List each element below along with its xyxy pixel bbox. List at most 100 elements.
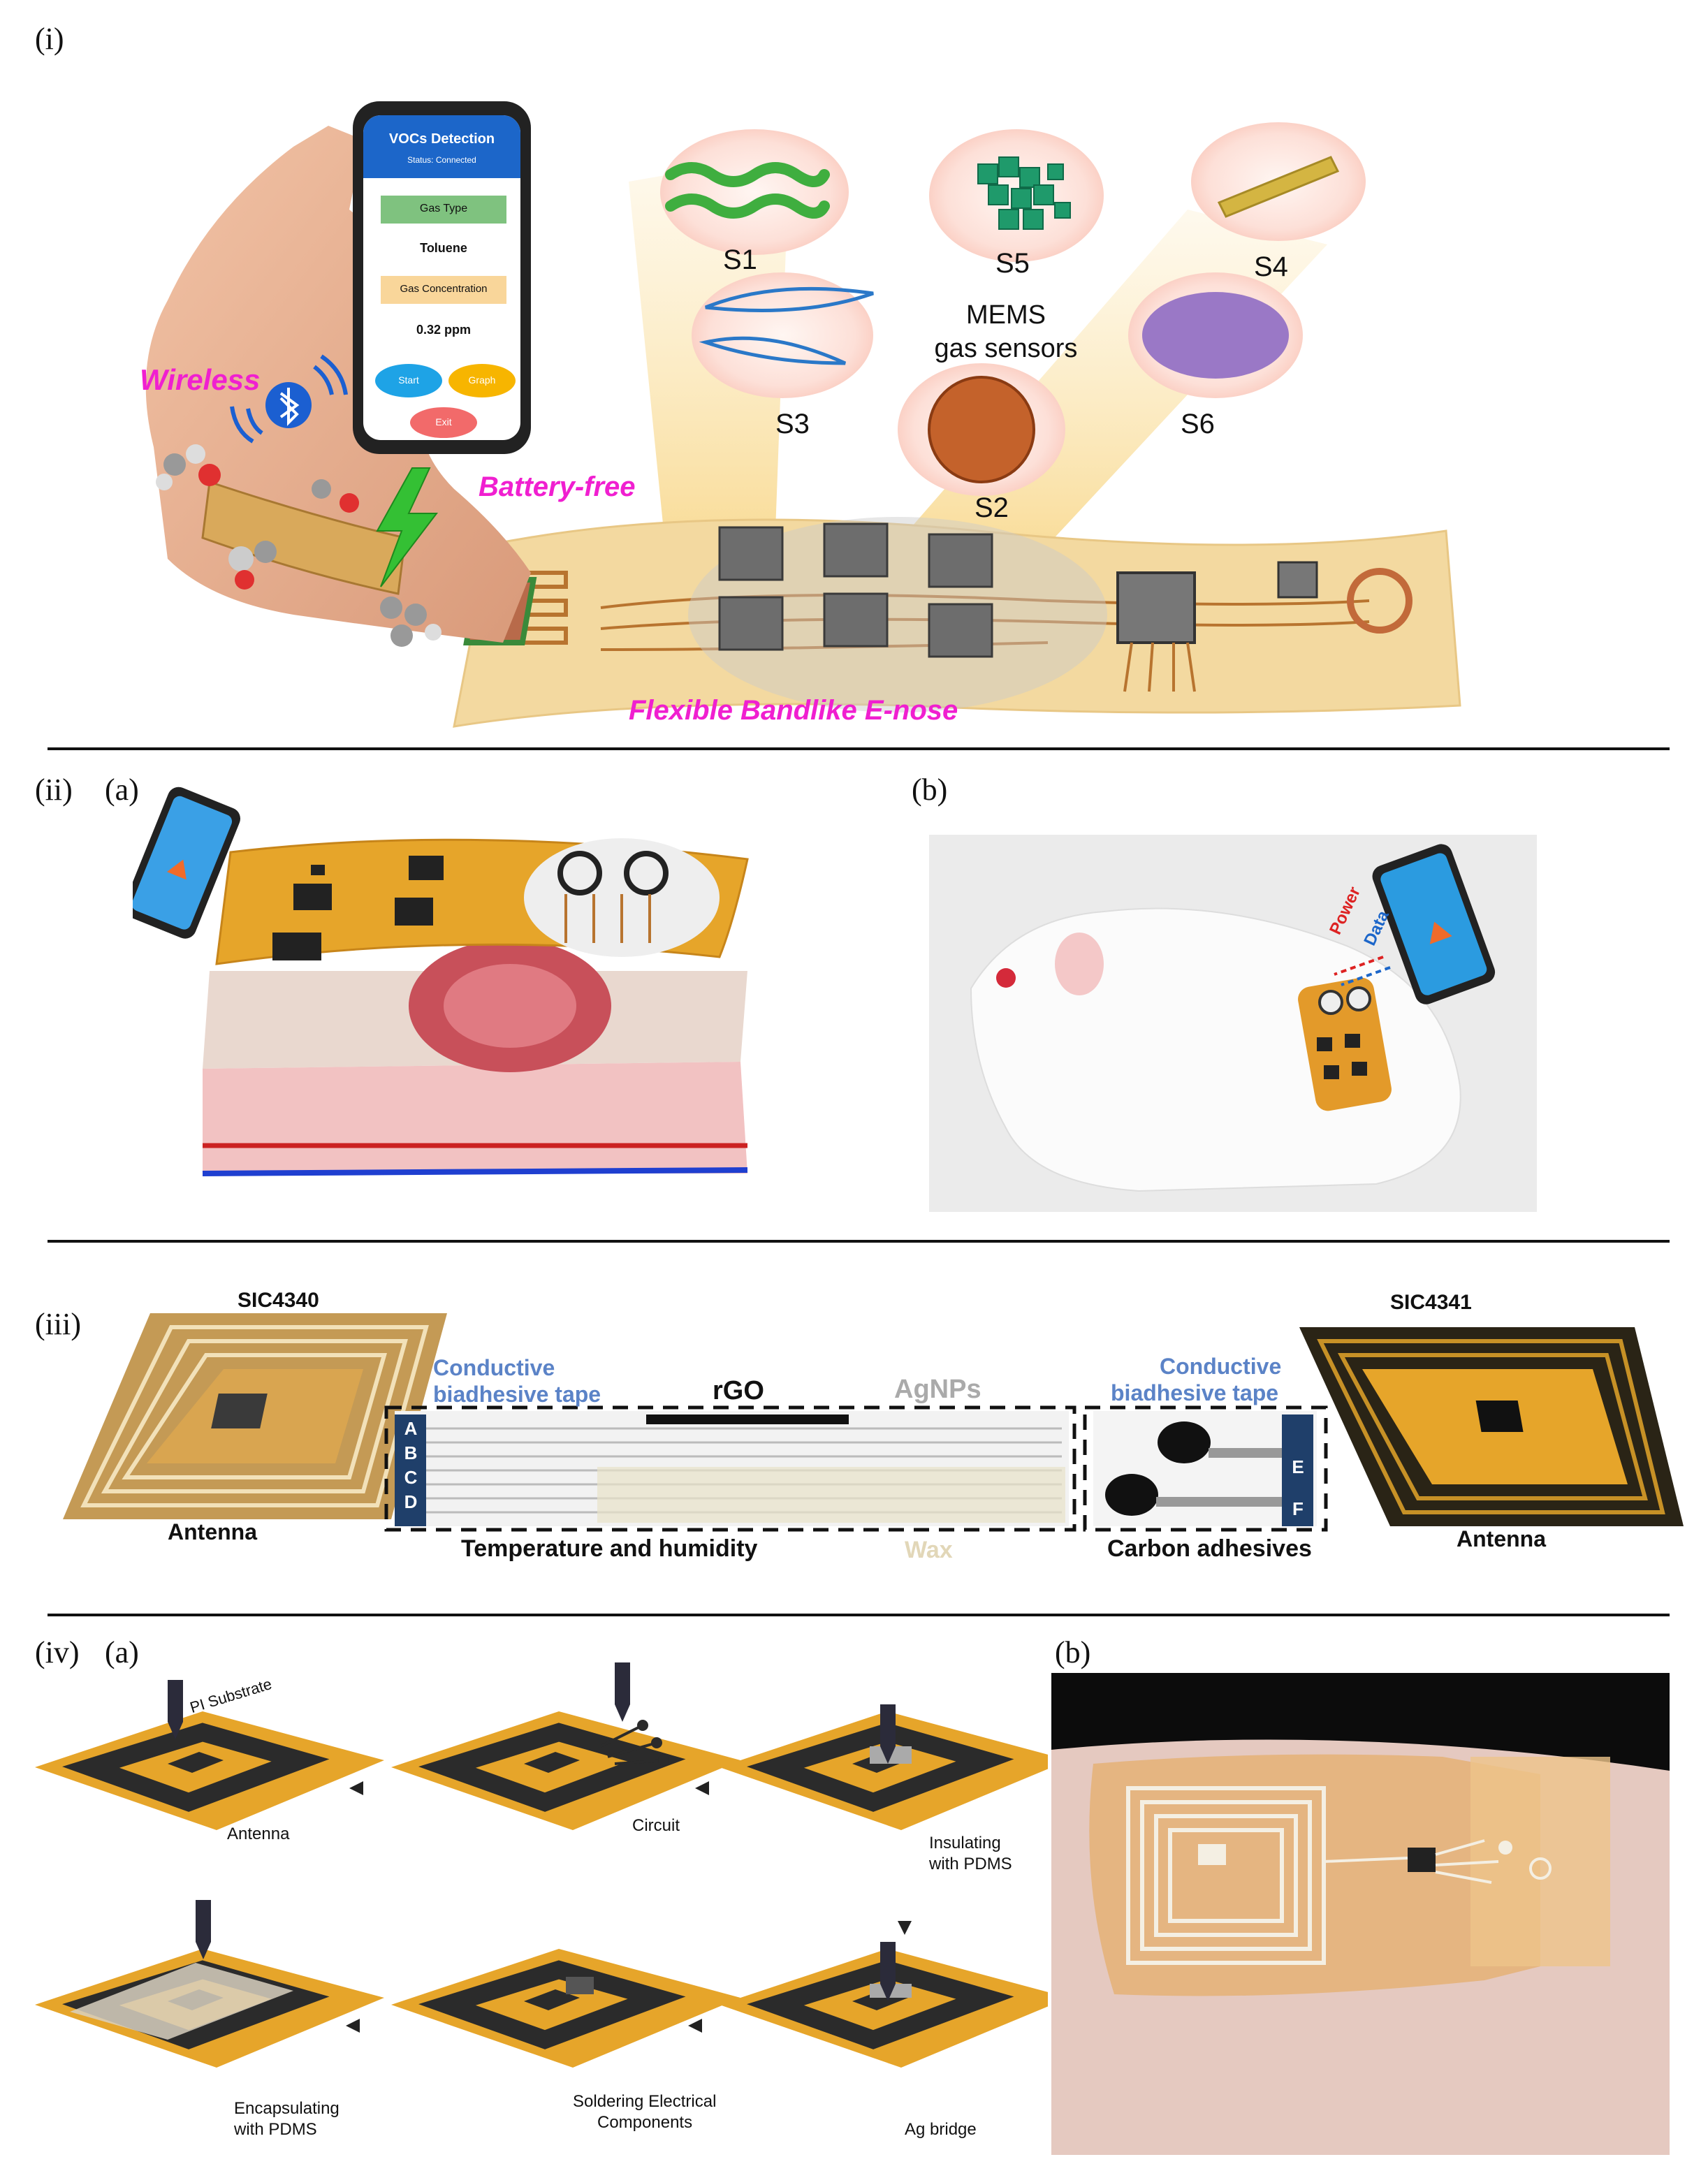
iv-insulating-label-1: Insulating [929,1834,1001,1852]
iv-soldering-label-2: Components [597,2113,693,2132]
rat-ear [1055,933,1104,995]
panel-iii-illustration [63,1313,1684,1532]
panel-ii-a-illustration [133,787,749,1176]
sensor-label-s6: S6 [1181,409,1215,439]
wax-area [597,1467,1065,1523]
strip-letter-e: E [1292,1456,1304,1477]
sensor-label-s4: S4 [1254,251,1288,282]
carbon-dot-1 [1158,1421,1211,1463]
panel-iv-b-photo [1051,1673,1670,2155]
panel-ii-label: (ii) [35,773,73,807]
iv-insulating-label-2: with PDMS [929,1855,1012,1873]
sensor-label-s1: S1 [723,244,757,275]
phone-ii-b [1372,844,1496,1004]
panel-ii-b-photo [929,835,1537,1212]
panel-iii-label: (iii) [35,1307,81,1341]
divider-1 [48,747,1670,750]
left-chip [211,1394,268,1428]
temp-humidity-label: Temperature and humidity [461,1535,758,1562]
sensor-array-region [688,517,1107,712]
arrow-2 [695,1781,709,1795]
panel-ii-b-label: (b) [912,773,948,807]
lightning-icon [376,467,439,587]
phone-exit-button[interactable]: Exit [435,416,452,427]
arrow-3 [898,1921,912,1935]
divider-3 [48,1614,1670,1616]
band-mcu [1116,571,1196,644]
phone-ii-a [133,787,241,939]
iv-encapsulating-label-1: Encapsulating [234,2099,340,2118]
sensor-label-s2: S2 [975,492,1009,523]
phone-graph-button[interactable]: Graph [468,374,496,386]
arrow-5 [688,2019,702,2033]
tape-left-label-1: Conductive [433,1355,555,1380]
mems-label-2: gas sensors [934,334,1078,363]
phone-gas-conc-bg [381,276,506,304]
band-small-chip [1277,561,1318,599]
s2-sphere [928,376,1035,483]
rgo-label: rGO [713,1376,764,1405]
rgo-bar [646,1414,849,1424]
phone-graph-bg [448,364,516,397]
s5-cubes [977,156,1071,230]
wireless-label: Wireless [140,363,261,396]
strip-letter-a: A [404,1418,418,1439]
battery-free-label: Battery-free [479,471,636,502]
carbon-dot-2 [1105,1474,1158,1516]
tape-left-label-2: biadhesive tape [433,1382,601,1407]
phone-start-button[interactable]: Start [398,374,419,386]
phone-gas-type-label: Gas Type [419,203,468,214]
antenna-right-label: Antenna [1457,1526,1546,1551]
phone-exit-bg [410,407,477,438]
iv-soldering-label-1: Soldering Electrical [573,2092,717,2111]
arrow-1 [349,1781,363,1795]
panel-i-label: (i) [35,22,64,56]
carbon-frame [1083,1405,1328,1532]
tape-right-label-2: biadhesive tape [1111,1380,1279,1405]
panel-i-illustration [145,101,1461,728]
sensor-label-s3: S3 [775,409,810,439]
strip-blue-tab [395,1414,426,1526]
band-coil [1347,568,1413,634]
band-electrode [508,571,568,645]
agnps-label: AgNPs [894,1375,981,1404]
patch-chips [272,856,444,960]
iv-circuit-label: Circuit [632,1816,680,1835]
chip-left-label: SIC4340 [238,1289,319,1312]
mems-label-1: MEMS [966,300,1046,330]
skin-block-dermis [203,1062,747,1174]
bubble-s1 [660,129,849,255]
tape-right-label-1: Conductive [1160,1354,1282,1379]
phone-start-bg [375,364,442,397]
iv-encapsulating-label-2: with PDMS [234,2120,317,2139]
photo-coil [1126,1786,1326,1965]
band-title-label: Flexible Bandlike E-nose [629,695,958,726]
photo-chip [1408,1848,1436,1872]
panel-iv-a-illustration [28,1662,1048,2158]
strip-letter-d: D [404,1491,418,1512]
phone-gas-type-value: Toluene [420,241,467,255]
panel-iv-b-label: (b) [1055,1635,1091,1669]
vein [202,1167,748,1176]
strip-letter-c: C [404,1467,418,1488]
strip-letter-b: B [404,1442,418,1463]
sensor-label-s5: S5 [995,248,1030,279]
wax-label: Wax [905,1537,953,1563]
chip-right-label: SIC4341 [1390,1291,1472,1314]
carbon-adhesives-label: Carbon adhesives [1107,1535,1312,1562]
phone-title: VOCs Detection [388,131,495,147]
s1-nanostructure [665,162,830,219]
panel-iv-label: (iv) [35,1635,80,1669]
right-chip [1475,1401,1524,1432]
wifi-waves [230,354,348,444]
rat-eye [996,968,1016,988]
iv-antenna-label: Antenna [227,1825,290,1843]
s6-cloud [1142,292,1289,379]
antenna-left-label: Antenna [168,1519,257,1544]
phone-status: Status: Connected [407,155,476,165]
strip-letter-f: F [1292,1498,1304,1519]
panel-ii-a-label: (a) [105,773,139,807]
iv-ag-bridge-label: Ag bridge [905,2120,977,2139]
s3-wings [699,286,874,365]
arrow-4 [346,2019,360,2033]
